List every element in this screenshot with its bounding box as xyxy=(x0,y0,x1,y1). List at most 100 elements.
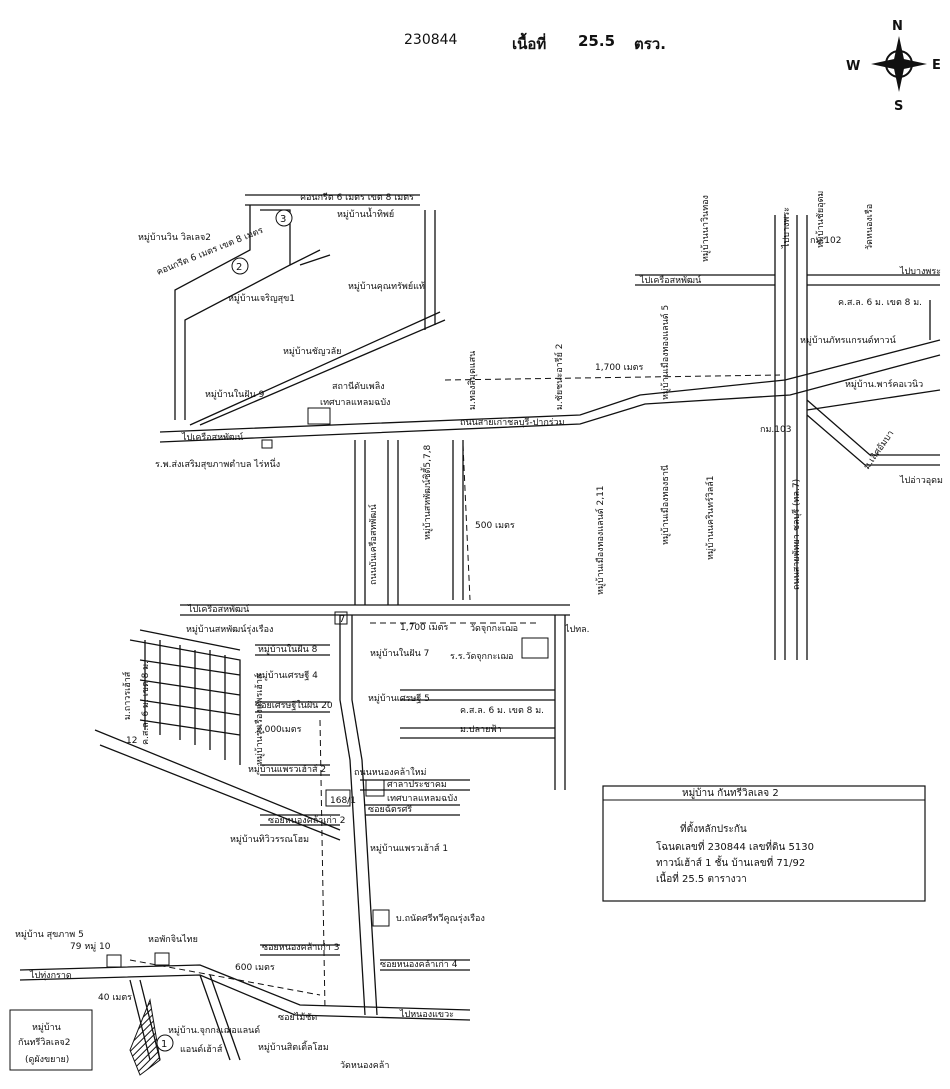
label-soi-maichat: ซอยไม้ชัด xyxy=(278,1012,317,1023)
label-prae2: หมู่บ้านแพรวเฮ้าส์ 2 xyxy=(248,763,326,775)
area-value: 25.5 xyxy=(578,32,616,50)
subject-box-3: (ดูผังขยาย) xyxy=(25,1055,69,1065)
label-tharn: ม.ถาวรเฮ้าส์ xyxy=(121,671,133,720)
legend-area: เนื้อที่ 25.5 ตารางวา xyxy=(656,871,747,885)
label-highway: ถนนสายพัทยา-ชลบุรี (ทล.7) xyxy=(791,479,802,590)
label-sahapat-city: หมู่บ้านสหพัฒน์ซิตี้5,7,8 xyxy=(420,444,433,540)
label-num-168: 168/1 xyxy=(330,796,356,806)
marker-7: 7 xyxy=(339,614,345,625)
label-wat-nongkla: วัดหนองคล้า xyxy=(340,1060,389,1071)
collateral-location xyxy=(129,817,674,1076)
label-km103: กม.103 xyxy=(760,425,791,435)
label-thongland211: หมู่บ้านเมืองทองแลนด์ 2,11 xyxy=(594,485,606,595)
label-to-tor: ไปทล. xyxy=(564,624,590,635)
legend-collateral: ที่ตั้งหลักประกัน xyxy=(680,821,747,835)
label-tiwan: หมู่บ้านทิวิวรรณโฮม xyxy=(230,834,309,845)
label-hospital: ร.พ.ส่งเสริมสุขภาพตำบล ไร่หนึ่ง xyxy=(155,457,280,470)
label-municipality2: เทศบาลแหลมฉบัง xyxy=(387,794,457,804)
label-sala: ศาลาประชาคม xyxy=(387,780,447,790)
label-naifun8: หมู่บ้านในฝัน 8 xyxy=(258,644,318,655)
label-dist-600: 600 เมตร xyxy=(235,963,275,973)
label-baan: บ.ถนัดศรีทวีคูณรุ่งเรือง xyxy=(396,913,485,924)
parcel-code: 230844 xyxy=(404,32,458,48)
markers: 3 2 1 7 xyxy=(156,209,345,1052)
label-municipality: เทศบาลแหลมฉบัง xyxy=(320,398,390,408)
label-charoensuk: หมู่บ้านเจริญสุข1 xyxy=(228,293,295,304)
label-dorm: หอพักจินไทย xyxy=(148,934,198,945)
label-sukapap: หมู่บ้าน สุขภาพ 5 xyxy=(15,929,84,940)
buildings xyxy=(106,407,549,968)
label-nam-thip: หมู่บ้านน้ำทิพย์ xyxy=(337,207,394,220)
label-chai: หมู่บ้านชัยอุดม xyxy=(815,191,826,248)
label-win-win: หมู่บ้านวิน วิลเลจ2 xyxy=(138,232,211,243)
legend-box: หมู่บ้าน กันทรีวิลเลจ 2 ที่ตั้งหลักประกั… xyxy=(602,785,926,902)
label-chonburi: ม.ชัยชนะอารีย์ 2 xyxy=(553,344,565,410)
label-plaifah: ม.ปลายฟ้า xyxy=(460,724,502,735)
road-network xyxy=(19,194,941,1061)
label-dist-1700-top: 1,700 เมตร xyxy=(595,363,643,373)
label-thongland-b: หมู่บ้านเมืองทองธานี xyxy=(660,465,671,545)
label-num-12: 12 xyxy=(126,736,137,746)
label-naifun7: หมู่บ้านในฝัน 7 xyxy=(370,648,429,659)
label-to-sahapat-4: ไปเครือสหพัฒน์ xyxy=(187,603,249,615)
label-rung: หมู่บ้านรุ่งเรืองแพรเฮ้าส์ xyxy=(253,673,265,765)
label-sahapat-r: หมู่บ้านสหพัฒน์รุ่งเรือง xyxy=(186,623,273,635)
label-to-wat: ไปอ่าวอุดม xyxy=(899,475,943,486)
label-dist-40: 40 เมตร xyxy=(98,993,132,1003)
marker-1: 1 xyxy=(161,1039,167,1050)
label-dist-1700-mid: 1,700 เมตร xyxy=(400,623,448,633)
label-setthi5: หมู่บ้านเศรษฐี 5 xyxy=(368,693,430,704)
area-unit: ตรว. xyxy=(634,35,666,53)
label-to-thung: ไปทุ่งกราด xyxy=(29,970,72,981)
label-park: หมู่บ้าน.พาร์คอเวนิว xyxy=(845,378,923,390)
label-soi-chat: ซอยฉัตรศรี xyxy=(368,804,412,815)
compass-e: E xyxy=(932,58,941,73)
label-soi-nongkla2: ซอยหนองคล้าเก่า 2 xyxy=(268,815,345,826)
label-setthi4: หมู่บ้านเศรษฐี 4 xyxy=(256,670,318,681)
label-dist-2000: 2,000เมตร xyxy=(256,725,302,735)
label-naifun9: หมู่บ้านในฝัน 9 xyxy=(205,389,265,400)
label-concrete-top: คอนกรีต 6 เมตร เขต 8 เมตร xyxy=(300,192,414,203)
label-kunsap: หมู่บ้านคุณทรัพย์แท้ xyxy=(348,280,425,292)
label-prae1: หมู่บ้านแพรวเฮ้าส์ 1 xyxy=(370,842,448,854)
label-dist-500: 500 เมตร xyxy=(475,521,515,531)
label-soi-nongkla3: ซอยหนองคล้าเก่า 3 xyxy=(262,942,339,953)
compass-s: S xyxy=(894,99,903,114)
compass-w: W xyxy=(846,59,860,74)
label-ks6c: ค.ส.ล. 6 ม. เขต 8 ม. xyxy=(141,661,151,745)
label-fire-station: สถานีดับเพลิง xyxy=(332,381,385,392)
label-ks6b: ค.ส.ล. 6 ม. เขต 8 ม. xyxy=(460,706,544,716)
label-soi-naifun20: ซอยเศรษฐีในฝัน 20 xyxy=(255,700,333,711)
label-nakarin: หมู่บ้านนครินทร์วิลล์1 xyxy=(704,475,716,560)
label-school: ร.ร.วัดจุกกะเฌอ xyxy=(450,652,513,662)
label-thongsamut: ม.ทองสิมุดแสน xyxy=(467,351,478,410)
label-soi-nongkla4: ซอยหนองคล้าเก่า 4 xyxy=(380,959,458,970)
label-chuk-land: หมู่บ้าน.จุกกะเฌอแลนด์ xyxy=(168,1024,260,1036)
label-thongland5: หมู่บ้านเมืองทองแลนด์ 5 xyxy=(659,305,671,400)
label-to-sahapat-3: ไปเครือสหพัฒน์ xyxy=(639,274,701,286)
label-chanyawan: หมู่บ้านชัญวลัย xyxy=(283,346,341,357)
subject-box-1: หมู่บ้าน xyxy=(32,1022,61,1033)
marker-2: 2 xyxy=(236,262,242,273)
label-and-house: แอนด์เฮ้าส์ xyxy=(180,1043,223,1055)
label-to-nongkawa: ไปหนองแขวะ xyxy=(399,1009,454,1020)
compass-n: N xyxy=(892,19,903,34)
label-wat-chuk: วัดจุกกะเฌอ xyxy=(470,624,518,634)
label-ks6: ค.ส.ล. 6 ม. เขต 8 ม. xyxy=(838,298,922,308)
label-km102: กม.102 xyxy=(810,236,841,246)
subject-box-2: กันทรีวิลเลจ2 xyxy=(18,1037,71,1048)
distance-lines xyxy=(129,374,781,1011)
legend-title: หมู่บ้าน กันทรีวิลเลจ 2 xyxy=(682,787,779,799)
marker-3: 3 xyxy=(280,214,286,225)
label-road-nongkla: ถนนหนองคล้าใหม่ xyxy=(354,767,427,778)
label-kao-nong: หมู่บ้านนาวินทอง xyxy=(700,195,711,262)
compass-icon: N S E W xyxy=(846,19,941,114)
legend-house: ทาวน์เฮ้าส์ 1 ชั้น บ้านเลขที่ 71/92 xyxy=(656,855,805,869)
label-to-sahapat-1: ไปเครือสหพัฒน์ xyxy=(181,431,243,443)
area-label: เนื้อที่ xyxy=(512,35,547,53)
label-highway-top: ไปบางพระ xyxy=(781,207,792,249)
label-to-bang: ไปบางพระ xyxy=(899,266,941,277)
label-road-sukhumvit: ถนนสายเก่าชลบุรี-ปากร่วม xyxy=(460,417,565,428)
label-temple-top: วัดหนองเรือ xyxy=(864,204,875,250)
